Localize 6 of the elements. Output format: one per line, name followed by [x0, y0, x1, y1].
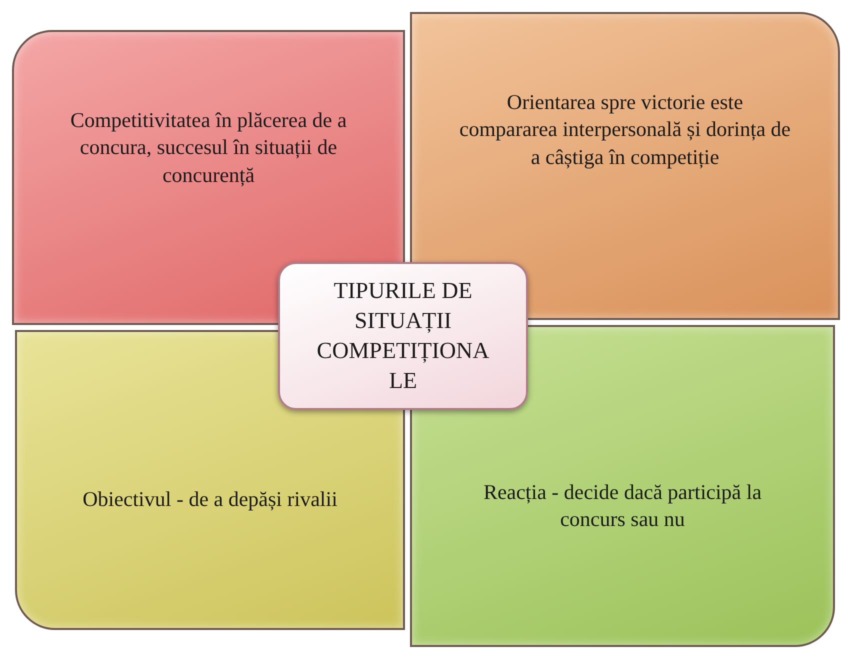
description-text: Obiectivul - de a depăși rivalii — [82, 486, 338, 514]
center-box — [278, 262, 528, 410]
description-text: Reacția - decide dacă participă la concurs sau nu — [482, 478, 763, 533]
title-text: TIPURILE DE SITUAȚII COMPETIȚIONALE — [316, 277, 490, 395]
description-text: Competitivitatea în plăcerea de a concura, succesul în situații de concurență — [69, 107, 348, 189]
description-text: Orientarea spre victorie este compararea interpersonală și dorința de a câștiga în competiție — [458, 89, 792, 171]
